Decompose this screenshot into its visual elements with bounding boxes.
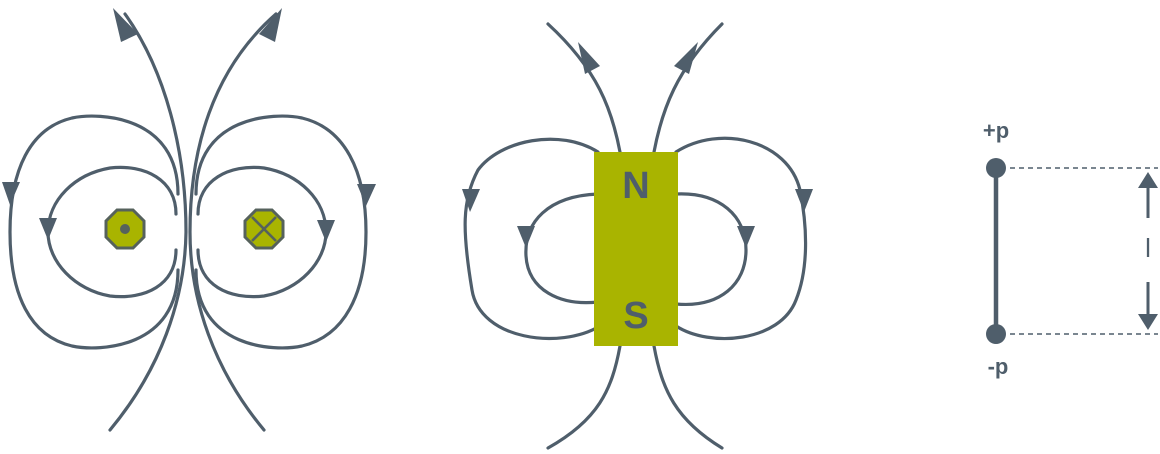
field-line-open-right xyxy=(188,12,278,432)
dipole-panel: +p -p l xyxy=(983,118,1158,379)
field-line-open-left xyxy=(108,12,188,432)
arrow-head-outer-left xyxy=(462,189,480,212)
field-line-outer-right xyxy=(194,114,368,350)
positive-charge-dot xyxy=(986,158,1006,178)
dimension-arrow-up-icon xyxy=(1138,172,1158,188)
length-label: l xyxy=(1145,233,1151,263)
arrow-head-outer-left xyxy=(2,182,20,205)
field-line-inner-left xyxy=(524,192,600,305)
arrow-head-top-left xyxy=(578,42,600,74)
field-line-outer-left xyxy=(463,137,602,341)
north-pole-label: N xyxy=(622,165,649,207)
wire-pair-field-panel xyxy=(2,8,376,432)
bar-magnet xyxy=(594,152,678,346)
arrow-head-top-right xyxy=(674,42,698,74)
field-line-open-bottom-right xyxy=(652,344,724,450)
field-line-open-bottom-left xyxy=(546,344,622,450)
field-line-outer-left xyxy=(8,114,180,350)
dimension-arrow-down-icon xyxy=(1138,314,1158,330)
field-line-open-top-left xyxy=(546,22,622,154)
arrow-head-open-right xyxy=(259,8,282,42)
arrow-head-inner-left xyxy=(39,218,57,240)
field-line-open-top-right xyxy=(652,22,724,154)
negative-charge-label: -p xyxy=(988,354,1009,379)
cross-symbol-icon-stroke xyxy=(251,216,277,242)
positive-charge-label: +p xyxy=(983,118,1009,143)
arrow-head-inner-right xyxy=(737,226,755,248)
arrow-head-outer-right xyxy=(795,189,813,212)
arrow-head-outer-right xyxy=(357,184,376,206)
dot-symbol-icon xyxy=(120,224,130,234)
bar-magnet-field-panel: N S xyxy=(462,22,813,450)
field-line-inner-right xyxy=(674,192,748,307)
arrow-head-inner-left xyxy=(517,226,535,248)
negative-charge-dot xyxy=(986,324,1006,344)
field-line-outer-right xyxy=(674,136,808,341)
arrow-head-inner-right xyxy=(317,220,335,242)
arrow-head-open-left xyxy=(113,8,138,42)
south-pole-label: S xyxy=(623,295,648,337)
